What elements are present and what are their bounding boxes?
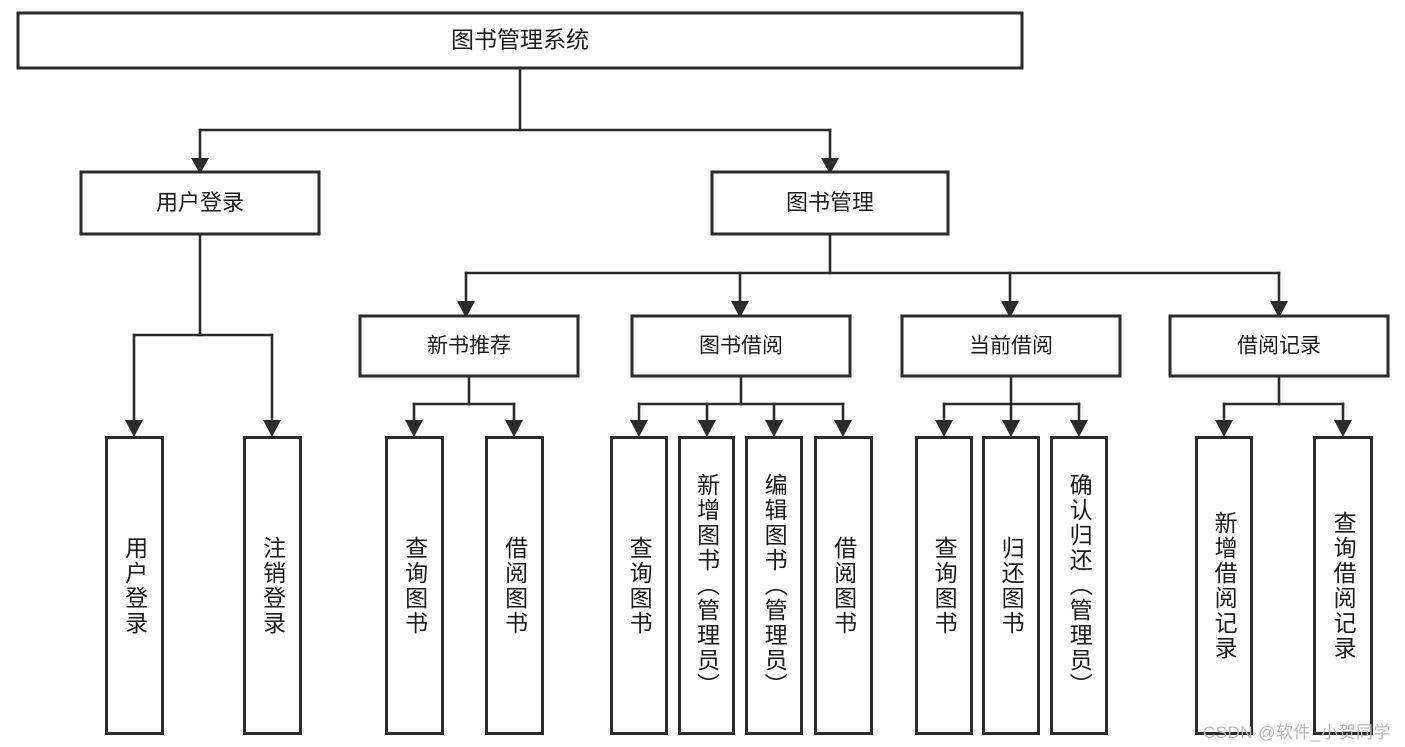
arrow-currentborrow-leaf1 [935,420,953,437]
leaf-node[interactable]: 注销登录 [243,436,302,735]
leaf-node-label: 查询借阅记录 [1330,510,1357,661]
leaf-node[interactable]: 借阅图书 [814,436,873,735]
arrow-to-borrow-record [1270,301,1288,318]
arrow-currentborrow-leaf3 [1070,420,1088,437]
arrow-root-to-book-manage [821,158,839,174]
node-user-login[interactable]: 用户登录 [79,170,321,236]
node-new-book-recommend-box[interactable] [358,314,580,378]
leaf-node-label: 归还图书 [998,535,1025,636]
leaf-node[interactable]: 新增借阅记录 [1195,436,1253,735]
node-borrow-record-box[interactable] [1168,314,1390,378]
arrow-userlogin-leaf2 [263,420,281,437]
arrow-record-leaf1 [1215,420,1233,437]
leaf-node[interactable]: 查询图书 [915,436,973,735]
node-current-borrow-label: 当前借阅 [969,335,1053,358]
arrow-userlogin-leaf1 [125,420,143,437]
leaf-node-label: 新增借阅记录 [1211,510,1238,661]
node-book-borrow[interactable]: 图书借阅 [630,314,852,378]
node-borrow-record[interactable]: 借阅记录 [1168,314,1390,378]
leaf-node[interactable]: 查询图书 [385,436,444,735]
node-user-login-label: 用户登录 [156,190,244,215]
arrow-borrow-leaf3 [765,420,783,437]
arrow-borrow-leaf2 [698,420,716,437]
node-book-management[interactable]: 图书管理 [710,170,950,236]
arrow-borrow-leaf1 [630,420,648,437]
node-current-borrow[interactable]: 当前借阅 [900,314,1122,378]
connector-group [125,66,1352,437]
node-book-management-label: 图书管理 [786,190,874,215]
leaf-node-label: 查询图书 [401,535,428,636]
node-book-borrow-box[interactable] [630,314,852,378]
leaf-node-label: 确认归还（管理员） [1066,473,1093,698]
leaf-node[interactable]: 用户登录 [105,436,164,735]
arrow-newbook-leaf1 [405,420,423,437]
leaf-node-label: 用户登录 [121,535,148,636]
leaf-node[interactable]: 查询借阅记录 [1313,436,1373,735]
arrow-to-new-book [457,301,475,318]
arrow-newbook-leaf2 [505,420,523,437]
node-book-borrow-label: 图书借阅 [699,335,783,358]
leaf-node[interactable]: 借阅图书 [485,436,544,735]
leaf-node-label: 借阅图书 [830,535,857,636]
node-book-management-box[interactable] [710,170,950,236]
arrow-currentborrow-leaf2 [1002,420,1020,437]
leaf-node-label: 借阅图书 [501,535,528,636]
leaf-node[interactable]: 查询图书 [610,436,668,735]
arrow-root-to-user-login [191,158,209,174]
node-root-box[interactable] [16,11,1024,70]
node-new-book-recommend[interactable]: 新书推荐 [358,314,580,378]
leaf-node-label: 编辑图书（管理员） [761,473,788,698]
arrow-to-current-borrow [1001,301,1019,318]
arrow-to-borrow [731,301,749,318]
node-root-label: 图书管理系统 [451,27,589,53]
leaf-node-label: 查询图书 [626,535,653,636]
arrow-borrow-leaf4 [834,420,852,437]
leaf-node[interactable]: 新增图书（管理员） [678,436,735,735]
leaf-node-label: 查询图书 [931,535,958,636]
node-current-borrow-box[interactable] [900,314,1122,378]
node-new-book-recommend-label: 新书推荐 [427,335,511,358]
leaf-node-label: 注销登录 [259,535,286,636]
node-root[interactable]: 图书管理系统 [16,11,1024,70]
arrow-record-leaf2 [1334,420,1352,437]
leaf-node-label: 新增图书（管理员） [693,473,720,698]
leaf-node[interactable]: 编辑图书（管理员） [745,436,803,735]
leaf-node[interactable]: 归还图书 [982,436,1040,735]
node-user-login-box[interactable] [79,170,321,236]
node-borrow-record-label: 借阅记录 [1237,335,1321,358]
leaf-node[interactable]: 确认归还（管理员） [1050,436,1108,735]
